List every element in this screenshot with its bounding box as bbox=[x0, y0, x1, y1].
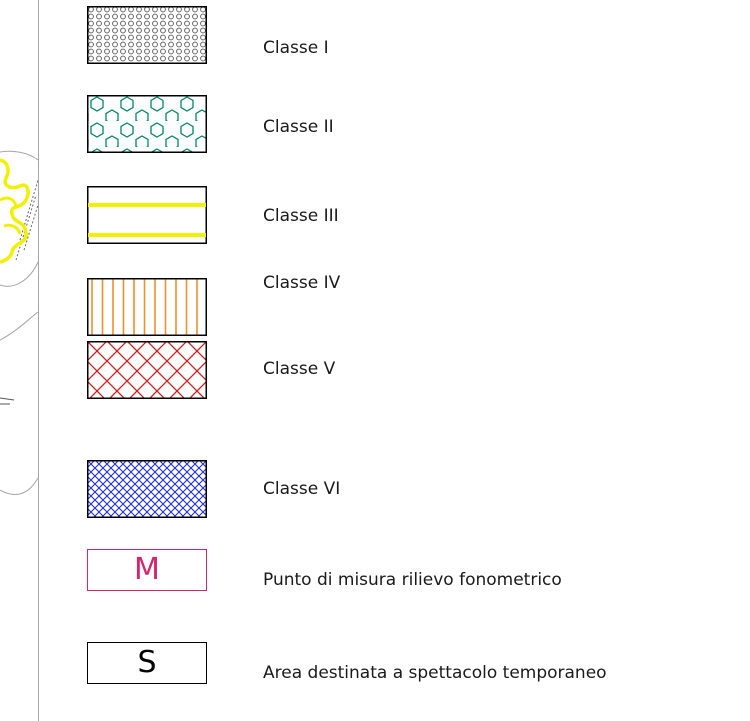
map-road-hatch bbox=[15, 179, 39, 261]
classe-2-swatch bbox=[87, 95, 207, 153]
legend-item-classe-4: Classe IV bbox=[0, 273, 750, 338]
classe-6-swatch bbox=[87, 460, 207, 518]
temporary-show-area-label: Area destinata a spettacolo temporaneo bbox=[263, 663, 607, 683]
classe-3-swatch bbox=[87, 186, 207, 244]
legend-item-classe-1: Classe I bbox=[0, 6, 750, 66]
temporary-show-area-symbol: S bbox=[87, 642, 207, 684]
map-boundary-line bbox=[0, 477, 39, 495]
legend-item-classe-5: Classe V bbox=[0, 341, 750, 429]
legend-item-classe-2: Classe II bbox=[0, 95, 750, 155]
measurement-point-label: Punto di misura rilievo fonometrico bbox=[263, 570, 562, 590]
classe-6-label: Classe VI bbox=[263, 479, 341, 499]
classe-2-label: Classe II bbox=[263, 117, 334, 137]
classe-1-swatch bbox=[87, 6, 207, 64]
map-legend-divider bbox=[38, 0, 39, 721]
map-boundary-line bbox=[0, 150, 39, 161]
map-route-line bbox=[0, 196, 22, 235]
map-boundary-line bbox=[0, 311, 39, 341]
classe-3-label: Classe III bbox=[263, 206, 339, 226]
classe-5-label: Classe V bbox=[263, 359, 336, 379]
map-boundary-line bbox=[0, 261, 39, 287]
classe-1-label: Classe I bbox=[263, 38, 329, 58]
map-boundary-line bbox=[0, 397, 15, 401]
measurement-point-symbol: M bbox=[87, 549, 207, 591]
classe-4-swatch bbox=[87, 278, 207, 336]
legend-item-classe-3: Classe III bbox=[0, 186, 750, 246]
classe-4-label: Classe IV bbox=[263, 273, 341, 293]
classe-5-swatch bbox=[87, 341, 207, 399]
map-fragment bbox=[0, 150, 39, 495]
map-route-line bbox=[0, 158, 30, 264]
legend-item-classe-6: Classe VI bbox=[0, 460, 750, 520]
